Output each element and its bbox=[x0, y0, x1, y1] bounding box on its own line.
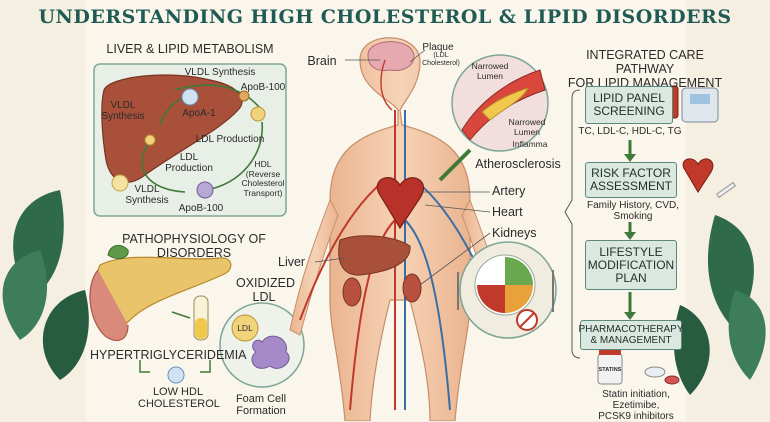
kidney-right-illustration bbox=[402, 273, 422, 303]
label-hypertriglyceridemia: HYPERTRIGLYCERIDEMIA bbox=[90, 348, 247, 362]
plate-fruit bbox=[477, 285, 505, 313]
pill-icon-2 bbox=[664, 375, 680, 385]
risk-heart-icon bbox=[682, 158, 714, 193]
step-pharmacotherapy: PHARMACOTHERAPY & MANAGEMENT bbox=[579, 320, 684, 350]
hdl-particle bbox=[167, 366, 185, 384]
label-hdl: HDL (Reverse Cholesterol Transport) bbox=[241, 159, 285, 198]
liver-organ-illustration bbox=[101, 74, 243, 183]
leaf-decoration-right bbox=[673, 215, 766, 395]
label-oxidized-ldl: OXIDIZED LDL bbox=[236, 276, 296, 304]
foam-cell-illustration bbox=[251, 335, 290, 369]
pancreas-illustration bbox=[89, 244, 232, 342]
label-plaque-sub: (LDL Cholesterol) bbox=[422, 52, 460, 67]
step-risk-factor-assessment: RISK FACTOR ASSESSMENT bbox=[585, 162, 677, 198]
liver-in-body-illustration bbox=[338, 235, 411, 276]
plate-vegetables bbox=[505, 257, 533, 285]
label-ldl-production: LDL Production bbox=[195, 134, 265, 145]
lipoprotein-particles bbox=[111, 88, 266, 199]
cigarette-icon bbox=[715, 181, 737, 199]
label-foam-cell: Foam Cell Formation bbox=[235, 393, 287, 417]
label-apob100-bottom: ApoB-100 bbox=[178, 203, 224, 214]
test-tube-illustration bbox=[193, 295, 209, 341]
pathway-arrowheads bbox=[624, 154, 636, 320]
leader-lines bbox=[314, 49, 491, 286]
plaque-deposit bbox=[481, 87, 529, 121]
pill-icon bbox=[644, 366, 666, 378]
label-apob100-top: ApoB-100 bbox=[240, 82, 286, 93]
plate-grains bbox=[505, 285, 533, 313]
metabolism-cycle-arrows bbox=[141, 84, 263, 193]
label-liver: Liver bbox=[278, 255, 306, 269]
care-pathway-heading: INTEGRATED CARE PATHWAY FOR LIPID MANAGE… bbox=[567, 48, 723, 90]
label-artery: Artery bbox=[492, 184, 526, 198]
step-lipid-panel-screening: LIPID PANEL SCREENING bbox=[585, 86, 673, 124]
arrow-to-tube bbox=[171, 311, 191, 319]
label-apoa1: ApoA-1 bbox=[182, 108, 216, 119]
pathway-bracket bbox=[564, 89, 581, 359]
step-lifestyle-modification: LIFESTYLE MODIFICATION PLAN bbox=[585, 240, 677, 290]
ldl-particle bbox=[231, 314, 259, 342]
page-title: UNDERSTANDING HIGH CHOLESTEROL & LIPID D… bbox=[38, 6, 732, 28]
arrow-low-hdl bbox=[139, 360, 150, 373]
step-lipid-panel-detail: TC, LDL-C, HDL-C, TG bbox=[578, 126, 682, 137]
label-atherosclerosis: Atherosclerosis bbox=[475, 157, 561, 171]
label-brain: Brain bbox=[307, 54, 337, 68]
treatment-options: Statin initiation, Ezetimibe, PCSK9 inhi… bbox=[598, 389, 674, 422]
label-narrowed-lumen-2: Narrowed Lumen bbox=[508, 117, 546, 137]
label-vldl-synthesis-left: VLDL Synthesis bbox=[101, 100, 145, 122]
label-kidneys: Kidneys bbox=[492, 226, 537, 240]
label-inflamma: Inflamma bbox=[512, 139, 548, 149]
lab-analyzer-icon bbox=[681, 87, 719, 123]
heart-organ-illustration bbox=[376, 177, 424, 230]
liver-panel-heading: LIVER & LIPID METABOLISM bbox=[106, 42, 274, 56]
kidney-left-illustration bbox=[342, 277, 362, 307]
leaf-decoration-left bbox=[2, 190, 89, 380]
zoom-arrow bbox=[438, 148, 472, 182]
statins-bottle-label: STATINS bbox=[598, 367, 622, 373]
label-vldl-synthesis-bottom: VLDL Synthesis bbox=[125, 184, 169, 206]
label-ldl-tag: LDL bbox=[237, 323, 253, 333]
label-ldl-production-mid: LDL Production bbox=[165, 152, 213, 174]
label-heart: Heart bbox=[492, 205, 523, 219]
step-risk-factor-detail: Family History, CVD, Smoking bbox=[586, 200, 680, 222]
arrow-low-hdl-right bbox=[200, 360, 211, 373]
patho-panel-heading: PATHOPHYSIOLOGY OF DISORDERS bbox=[122, 232, 266, 260]
label-plaque: Plaque bbox=[422, 42, 454, 53]
label-narrowed-lumen-1: Narrowed Lumen bbox=[471, 61, 509, 81]
label-vldl-synthesis-top: VLDL Synthesis bbox=[184, 67, 256, 78]
label-low-hdl: LOW HDL CHOLESTEROL bbox=[138, 386, 220, 410]
